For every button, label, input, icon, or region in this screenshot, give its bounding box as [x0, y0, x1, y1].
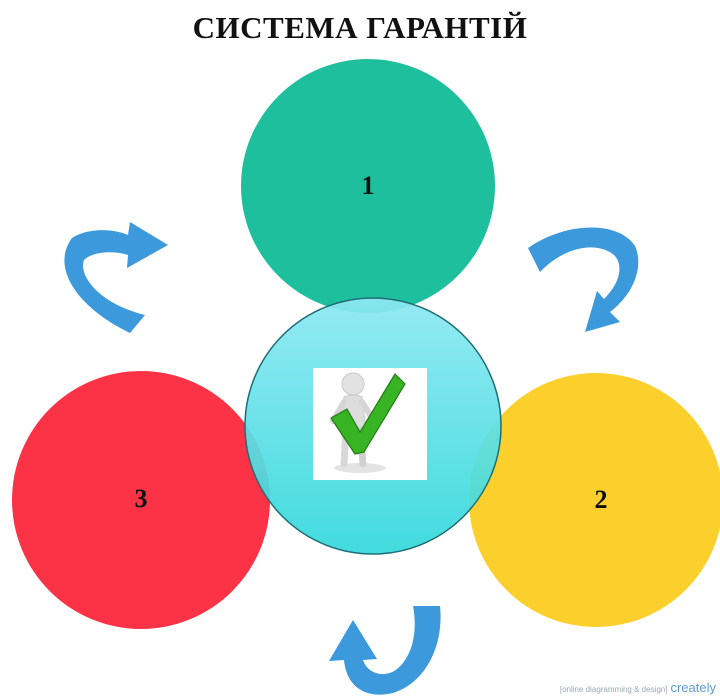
diagram-title: СИСТЕМА ГАРАНТІЙ [192, 10, 528, 45]
curved-arrow-right-icon [528, 227, 639, 332]
curved-arrow-bottom-icon [329, 606, 441, 695]
watermark: [online diagramming & design] creately [560, 680, 716, 695]
checkmark-person-image [313, 368, 427, 480]
node-3-circle [12, 371, 270, 629]
watermark-tagline: [online diagramming & design] [559, 685, 668, 694]
node-1-label: 1 [362, 171, 375, 200]
checkmark-icon [330, 373, 406, 455]
node-1-circle [241, 59, 495, 313]
curved-arrow-left-icon [64, 222, 168, 333]
creately-logo: creately [670, 680, 716, 695]
node-2-circle [469, 373, 720, 627]
node-2-label: 2 [595, 485, 608, 514]
node-3-label: 3 [135, 484, 148, 513]
